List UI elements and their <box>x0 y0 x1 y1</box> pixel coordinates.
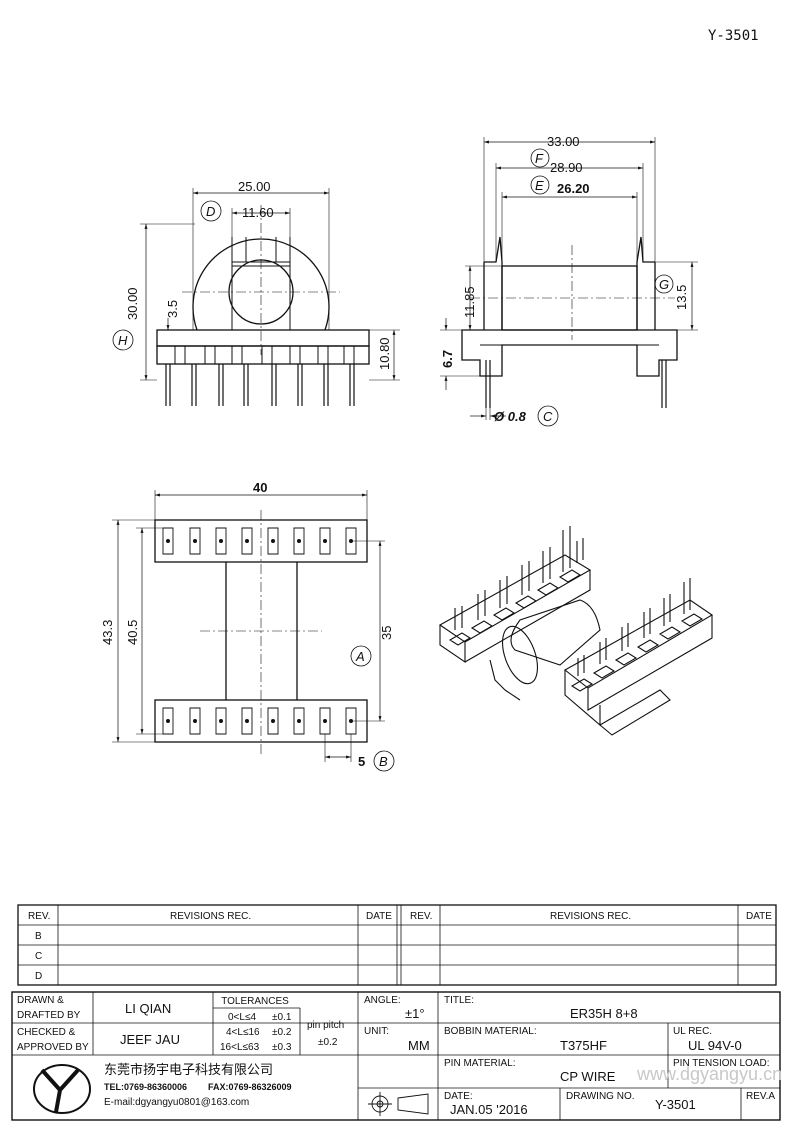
company-tel: TEL:0769-86360006 <box>104 1082 187 1092</box>
tol-range-2: 4<L≤16 <box>226 1027 260 1038</box>
title-value: ER35H 8+8 <box>570 1006 638 1021</box>
pin-material-label: PIN MATERIAL: <box>444 1058 516 1069</box>
front-width-label: 25.00 <box>238 179 271 194</box>
front-offset-label: 3.5 <box>165 300 180 318</box>
front-view <box>112 188 400 406</box>
company-name: 东莞市扬宇电子科技有限公司 <box>104 1062 273 1077</box>
drawn-label: DRAWN & <box>17 995 64 1006</box>
bottom-h-inner-label: 40.5 <box>125 620 140 645</box>
company-logo-icon <box>33 1064 91 1114</box>
pin-tension-label: PIN TENSION LOAD: <box>673 1058 770 1069</box>
ul-rec-value: UL 94V-0 <box>688 1038 742 1053</box>
front-height-label: 30.00 <box>125 287 140 320</box>
side-h1-label: 11.85 <box>462 286 477 318</box>
checked-label: CHECKED & <box>17 1027 76 1038</box>
side-e-label: 26.20 <box>557 181 590 196</box>
tag-b: B <box>379 754 388 769</box>
tol-value-3: ±0.3 <box>272 1042 292 1053</box>
tag-e: E <box>535 178 544 193</box>
rev-header-left: REV. <box>28 911 50 922</box>
rev-date-header-left: DATE <box>366 911 392 922</box>
side-pin-dia-label: Ø 0.8 <box>494 409 527 424</box>
ul-rec-label: UL REC. <box>673 1026 712 1037</box>
pin-material-value: CP WIRE <box>560 1069 616 1084</box>
title-label: TITLE: <box>444 995 474 1006</box>
bobbin-material-value: T375HF <box>560 1038 607 1053</box>
bobbin-material-label: BOBBIN MATERIAL: <box>444 1026 537 1037</box>
revision-table <box>17 904 777 986</box>
angle-label: ANGLE: <box>364 995 401 1006</box>
tol-range-3: 16<L≤63 <box>220 1042 260 1053</box>
tag-h: H <box>118 333 128 348</box>
drawing-no-label: DRAWING NO. <box>566 1091 635 1102</box>
drawn-by-value: LI QIAN <box>125 1001 171 1016</box>
tag-a: A <box>355 649 365 664</box>
title-block <box>11 991 781 1121</box>
drawing-no-value: Y-3501 <box>655 1097 696 1112</box>
side-overall-label: 33.00 <box>547 134 580 149</box>
tag-c: C <box>543 409 553 424</box>
approved-label: APPROVED BY <box>17 1042 89 1053</box>
rev-row-d: D <box>35 971 42 982</box>
unit-label: UNIT: <box>364 1026 389 1037</box>
tol-value-1: ±0.1 <box>272 1012 292 1023</box>
bottom-width-label: 40 <box>253 480 267 495</box>
pin-pitch-label: pin pitch <box>307 1020 344 1031</box>
side-f-label: 28.90 <box>550 160 583 175</box>
side-view <box>440 137 698 427</box>
tag-d: D <box>206 204 215 219</box>
rev-header-right: REV. <box>410 911 432 922</box>
side-pin-len-label: 6.7 <box>440 350 455 368</box>
company-fax: FAX:0769-86326009 <box>208 1082 292 1092</box>
header-drawing-number: Y-3501 <box>708 28 759 44</box>
tolerances-label: TOLERANCES <box>221 996 289 1007</box>
rev-date-header-right: DATE <box>746 911 772 922</box>
bottom-view <box>112 490 395 772</box>
rev-rec-header-right: REVISIONS REC. <box>550 911 631 922</box>
bottom-h-outer-label: 43.3 <box>100 620 115 645</box>
unit-value: MM <box>408 1038 430 1053</box>
watermark: www.dgyangyu.cn <box>636 1064 782 1084</box>
pin-pitch-value: ±0.2 <box>318 1037 338 1048</box>
rev-rec-header-left: REVISIONS REC. <box>170 911 251 922</box>
tol-range-1: 0<L≤4 <box>228 1012 256 1023</box>
date-value: JAN.05 '2016 <box>450 1102 528 1117</box>
rev-row-b: B <box>35 931 42 942</box>
rev-row-c: C <box>35 951 42 962</box>
tag-g: G <box>659 277 669 292</box>
front-base-label: 10.80 <box>377 337 392 370</box>
rev-a-label: REV.A <box>746 1091 775 1102</box>
side-h2-label: 13.5 <box>674 285 689 310</box>
approved-by-value: JEEF JAU <box>120 1032 180 1047</box>
date-label: DATE: <box>444 1091 473 1102</box>
projection-symbol-icon <box>368 1092 429 1116</box>
drafted-label: DRAFTED BY <box>17 1010 81 1021</box>
tag-f: F <box>535 151 544 166</box>
company-email: E-mail:dgyangyu0801@163.com <box>104 1097 249 1108</box>
angle-value: ±1° <box>405 1006 425 1021</box>
bottom-pitch-span-label: 35 <box>379 626 394 640</box>
bottom-pitch-label: 5 <box>358 754 365 769</box>
isometric-view <box>438 526 714 736</box>
front-window-label: 11.60 <box>242 205 274 220</box>
tol-value-2: ±0.2 <box>272 1027 292 1038</box>
